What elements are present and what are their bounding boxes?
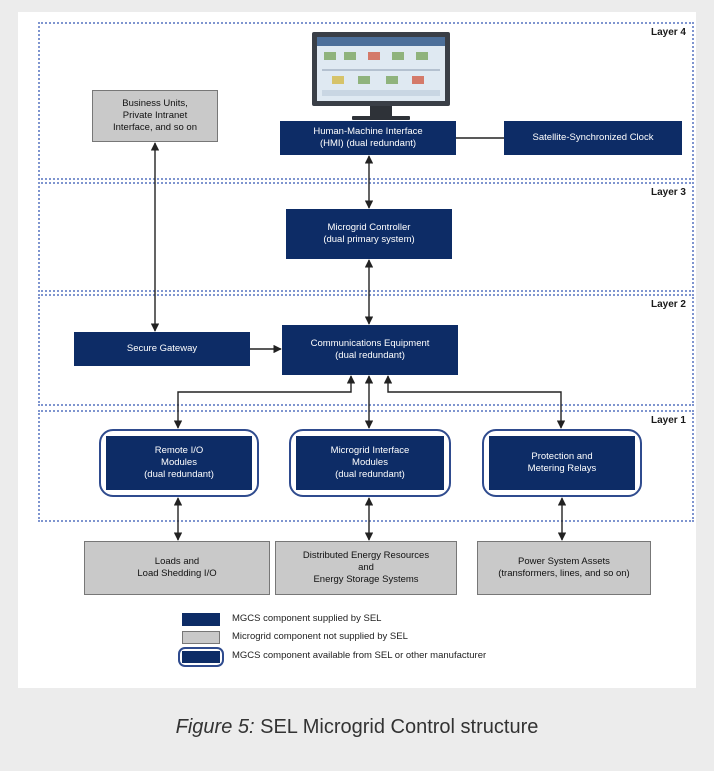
connector-comms-protection	[383, 375, 566, 429]
power-assets-box: Power System Assets (transformers, lines…	[477, 541, 651, 595]
layer-1-label: Layer 1	[650, 415, 686, 426]
secure-gateway-box: Secure Gateway	[74, 332, 250, 366]
der-box: Distributed Energy Resources and Energy …	[275, 541, 457, 595]
hmi-box: Human-Machine Interface (HMI) (dual redu…	[280, 121, 456, 155]
figure-caption: Figure 5: SEL Microgrid Control structur…	[0, 716, 714, 739]
layer-3-label: Layer 3	[650, 187, 686, 198]
diagram-figure: Layer 4 Layer 3 Layer 2 Layer 1 Business…	[18, 12, 696, 688]
layer-2-label: Layer 2	[650, 299, 686, 310]
legend-swatch-gray	[182, 631, 220, 644]
legend-label-sel: MGCS component supplied by SEL	[232, 613, 382, 624]
hmi-monitor-icon	[312, 32, 450, 120]
communications-box: Communications Equipment (dual redundant…	[282, 325, 458, 375]
business-units-box: Business Units, Private Intranet Interfa…	[92, 90, 218, 142]
microgrid-interface-box: Microgrid Interface Modules (dual redund…	[296, 436, 444, 490]
connector-comms-remote-io	[173, 375, 356, 429]
protection-relays-box: Protection and Metering Relays	[489, 436, 635, 490]
legend-swatch-either	[182, 651, 220, 663]
remote-io-box: Remote I/O Modules (dual redundant)	[106, 436, 252, 490]
caption-lead: Figure 5:	[175, 716, 255, 738]
caption-text: SEL Microgrid Control structure	[254, 716, 539, 738]
connector-lines	[150, 137, 567, 541]
legend-label-either: MGCS component available from SEL or oth…	[232, 650, 487, 661]
layer-4-label: Layer 4	[650, 27, 686, 38]
satellite-clock-box: Satellite-Synchronized Clock	[504, 121, 682, 155]
loads-box: Loads and Load Shedding I/O	[84, 541, 270, 595]
legend-swatch-sel	[182, 613, 220, 626]
legend-label-gray: Microgrid component not supplied by SEL	[232, 631, 408, 642]
microgrid-controller-box: Microgrid Controller (dual primary syste…	[286, 209, 452, 259]
